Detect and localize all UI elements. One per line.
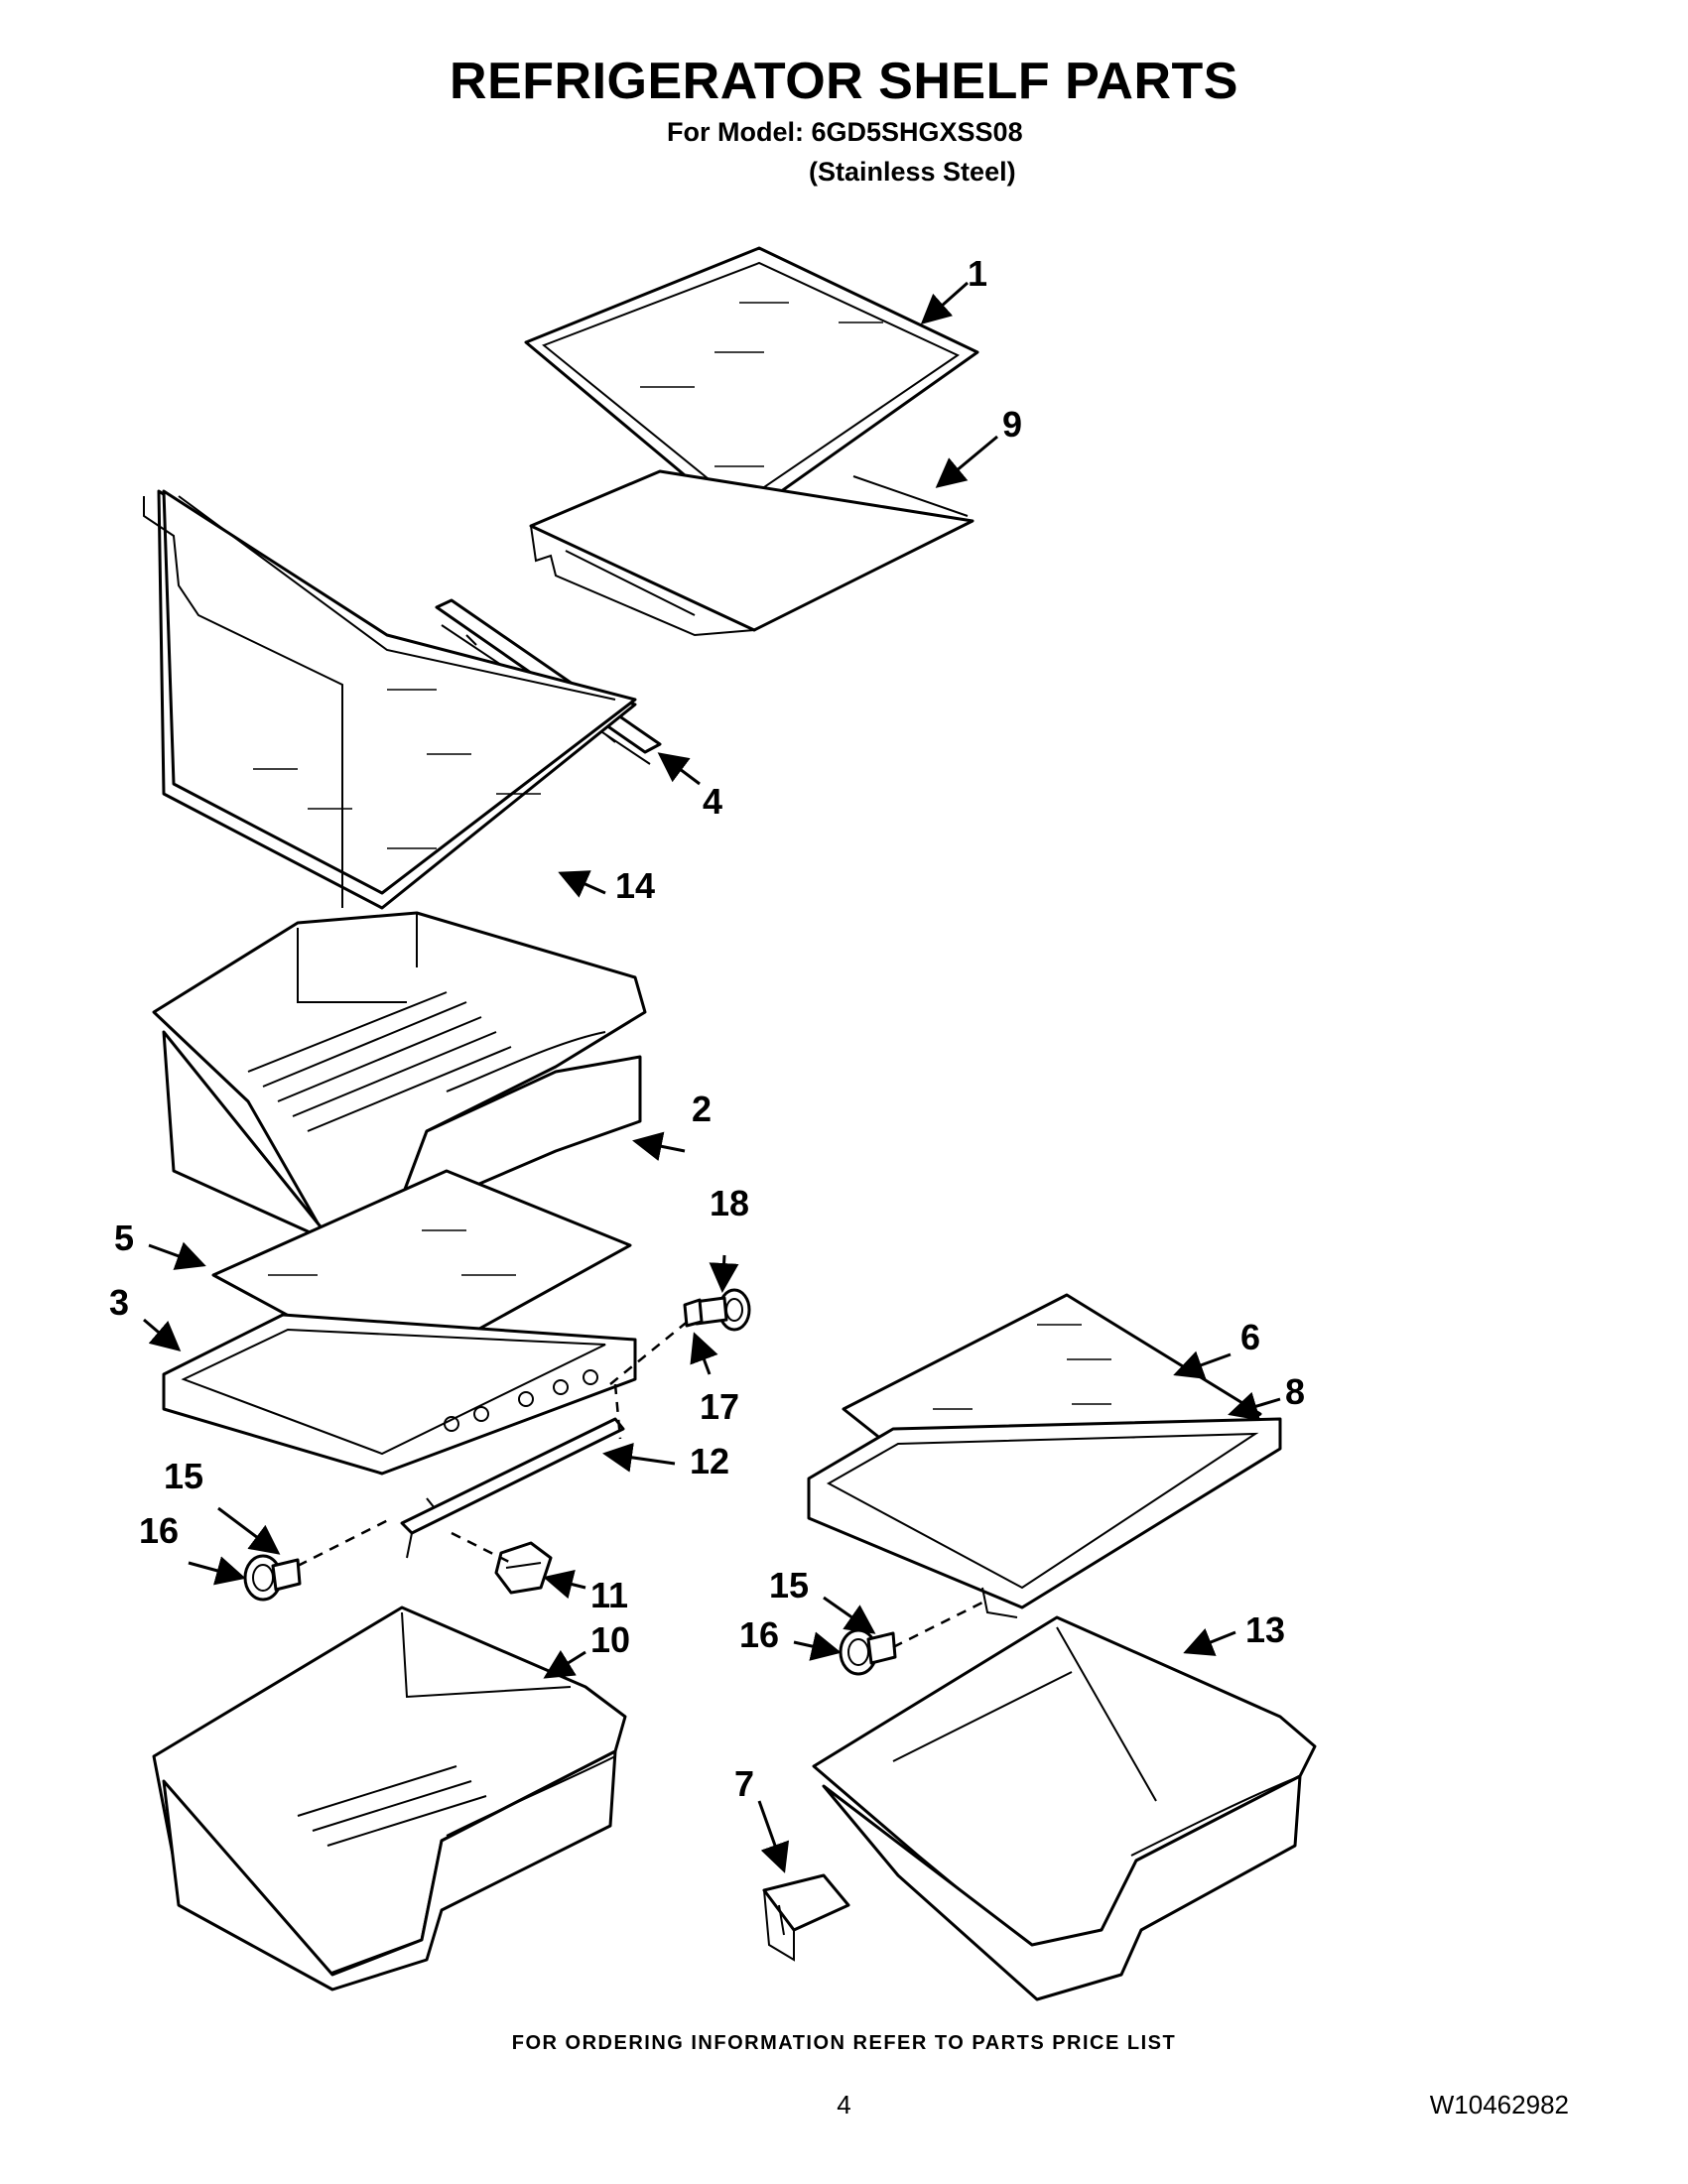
callout-14: 14 <box>615 865 655 906</box>
callout-17: 17 <box>700 1386 739 1427</box>
cover-bracket <box>400 1417 625 1559</box>
callout-11: 11 <box>590 1575 628 1615</box>
callout-16-right: 16 <box>739 1614 779 1655</box>
roller-right-upper <box>683 1288 751 1332</box>
callout-10: 10 <box>590 1619 630 1660</box>
callout-18: 18 <box>710 1183 749 1223</box>
callout-3: 3 <box>109 1282 129 1323</box>
callout-5: 5 <box>114 1218 134 1258</box>
finish-line: (Stainless Steel) <box>809 157 1016 187</box>
callout-2: 2 <box>692 1089 712 1129</box>
callout-15-right: 15 <box>769 1565 809 1606</box>
small-bracket <box>762 1873 850 1962</box>
crisper-cover-frame <box>162 1313 637 1476</box>
callout-4: 4 <box>703 781 722 822</box>
page-title: REFRIGERATOR SHELF PARTS <box>450 53 1238 110</box>
page-number: 4 <box>837 2090 851 2120</box>
callout-9: 9 <box>1002 404 1022 445</box>
callout-16-left: 16 <box>139 1510 179 1551</box>
callout-12: 12 <box>690 1441 729 1481</box>
callout-1: 1 <box>968 253 987 294</box>
callout-15-left: 15 <box>164 1456 203 1496</box>
document-code: W10462982 <box>1429 2090 1569 2120</box>
frame-right <box>807 1417 1282 1618</box>
callout-7: 7 <box>734 1763 754 1804</box>
callout-8: 8 <box>1285 1371 1305 1412</box>
glass-shelf-top <box>524 246 979 523</box>
crisper-drawer-lower-right <box>812 1615 1317 2001</box>
roller-right-lower <box>839 1628 897 1676</box>
clip <box>494 1541 553 1595</box>
shelf-frame <box>529 469 974 637</box>
roller-left <box>243 1554 302 1602</box>
glass-shelf-middle <box>143 489 637 910</box>
callout-6: 6 <box>1240 1317 1260 1357</box>
ordering-note: FOR ORDERING INFORMATION REFER TO PARTS … <box>511 2032 1177 2054</box>
model-line: For Model: 6GD5SHGXSS08 <box>667 117 1023 147</box>
crisper-drawer-lower-left <box>152 1606 627 1991</box>
callout-13: 13 <box>1245 1609 1285 1650</box>
